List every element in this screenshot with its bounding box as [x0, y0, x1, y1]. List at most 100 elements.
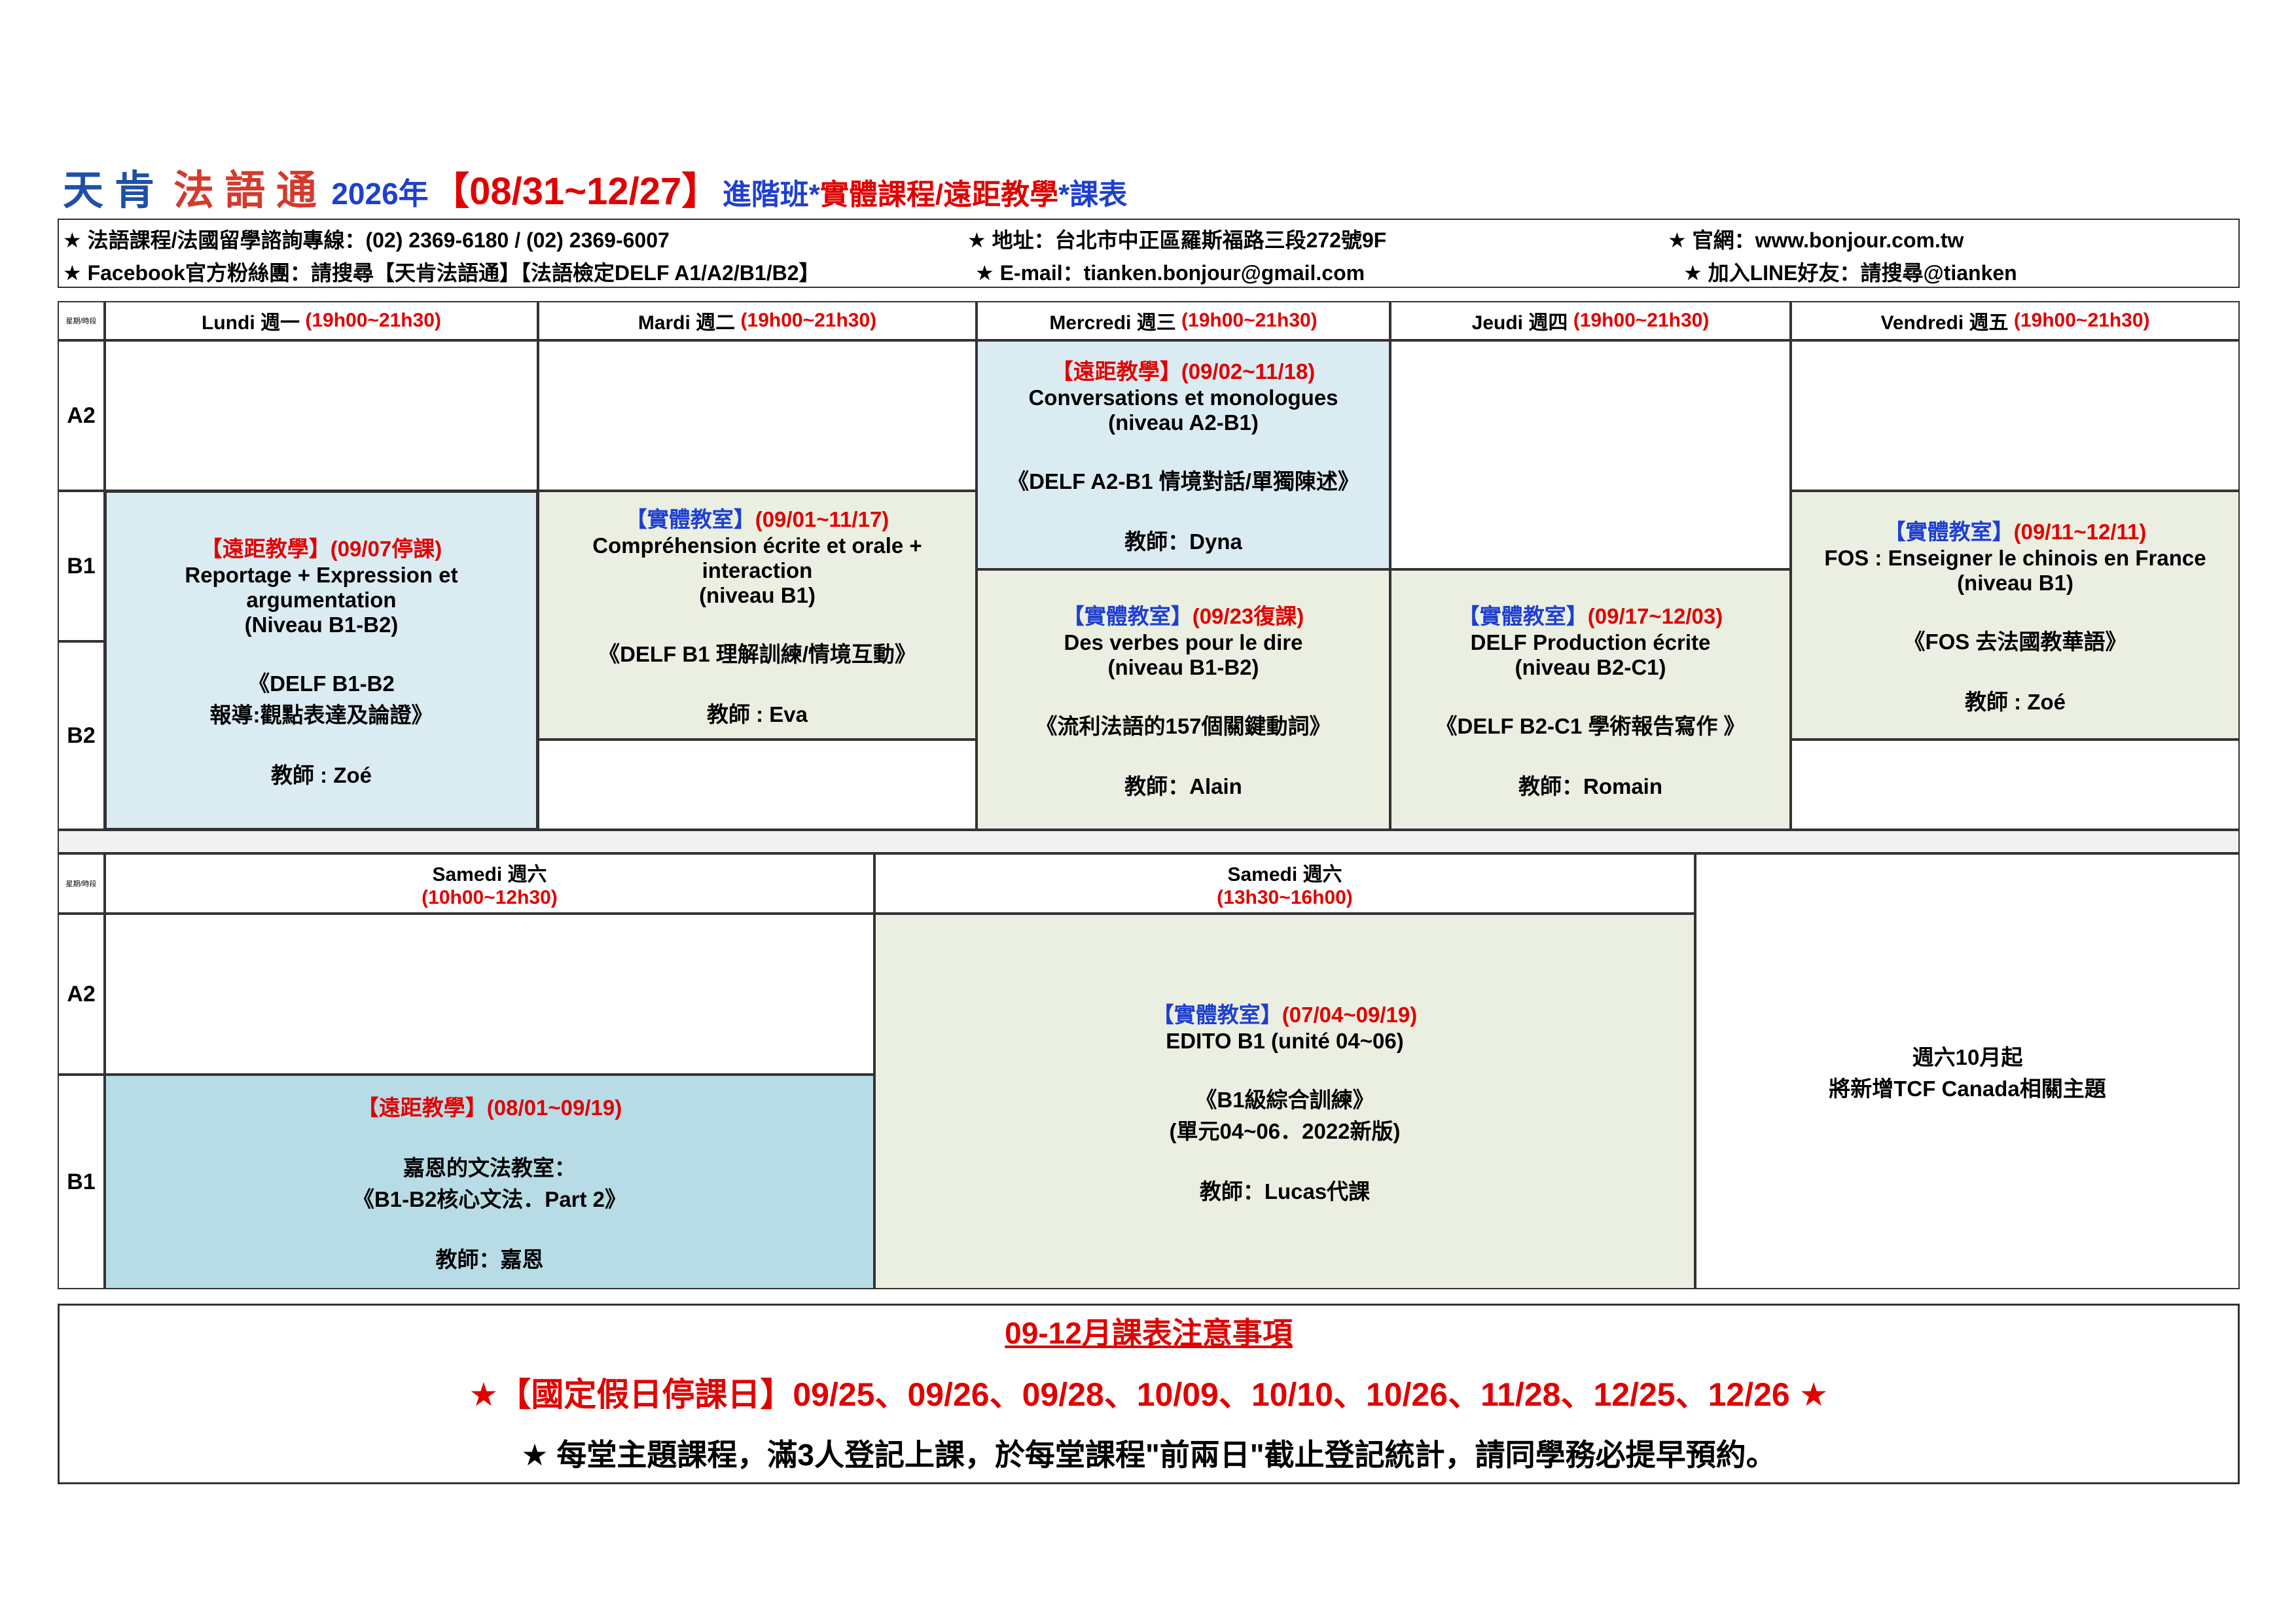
sat-level-a2: A2	[58, 914, 105, 1075]
header-mardi: Mardi 週二 (19h00~21h30)	[538, 301, 977, 340]
course-level: (niveau B1)	[1957, 571, 2073, 595]
header-samedi-afternoon: Samedi 週六 (13h30~16h00)	[874, 853, 1695, 914]
level-b2: B2	[58, 641, 105, 830]
course-book: 《DELF B1-B2	[248, 671, 395, 696]
course-title: Reportage + Expression et	[185, 563, 458, 587]
course-book: 《DELF A2-B1 情境對話/單獨陳述》	[1007, 469, 1359, 493]
day-time: (19h00~21h30)	[305, 310, 441, 331]
course-title-2: 《B1-B2核心文法．Part 2》	[352, 1187, 627, 1211]
course-teacher: 教師 : Zoé	[1965, 690, 2066, 714]
sat-level-b1: B1	[58, 1075, 105, 1289]
day-time: (19h00~21h30)	[740, 310, 877, 331]
course-dates: (09/07停課)	[330, 537, 442, 561]
notice-title: 09-12月課表注意事項	[1005, 1316, 1293, 1350]
empty-cell	[1791, 740, 2240, 830]
empty-cell	[105, 914, 874, 1075]
course-book: 《B1級綜合訓練》	[1195, 1088, 1374, 1112]
course-dates: (09/17~12/03)	[1587, 604, 1723, 628]
empty-cell	[105, 340, 538, 491]
course-level: (niveau B1-B2)	[1107, 655, 1259, 679]
course-teacher: 教師：嘉恩	[435, 1247, 544, 1272]
course-dates: (09/23復課)	[1192, 604, 1304, 628]
info-address: ★ 地址：台北市中正區羅斯福路三段272號9F	[967, 228, 1387, 252]
header-lundi: Lundi 週一 (19h00~21h30)	[105, 301, 538, 340]
info-website: ★ 官網：www.bonjour.com.tw	[1668, 228, 1964, 252]
brand-tong: 通	[276, 168, 329, 213]
title-sub-b: 實體課程/遠距教學	[819, 179, 1059, 211]
course-mode: 【實體教室】	[1884, 520, 2014, 544]
separator-row	[58, 830, 2240, 853]
day-time: (19h00~21h30)	[2013, 310, 2150, 331]
info-email: ★ E-mail：tianken.bonjour@gmail.com	[975, 261, 1365, 285]
session-name: Samedi 週六	[1227, 864, 1342, 885]
tcf-note-cell: 週六10月起 將新增TCF Canada相關主題	[1695, 853, 2240, 1289]
course-book: 《流利法語的157個關鍵動詞》	[1035, 714, 1331, 738]
course-title: EDITO B1 (unité 04~06)	[1166, 1029, 1404, 1053]
info-facebook: ★ Facebook官方粉絲團：請搜尋【天肯法語通】【法語檢定DELF A1/A…	[63, 261, 820, 285]
course-mode: 【遠距教學】	[1051, 359, 1181, 383]
notice-rule: ★ 每堂主題課程，滿3人登記上課，於每堂課程"前兩日"截止登記統計，請同學務必提…	[521, 1438, 1776, 1472]
course-title: Des verbes pour le dire	[1064, 630, 1303, 654]
level-a2: A2	[58, 340, 105, 491]
course-mercredi-a2: 【遠距教學】(09/02~11/18) Conversations et mon…	[977, 340, 1390, 569]
level-label: A2	[67, 402, 96, 428]
title-sub-a: 進階班*	[722, 179, 820, 211]
course-title: FOS : Enseigner le chinois en France	[1824, 546, 2206, 570]
day-name: Mardi 週二	[637, 312, 736, 334]
page-title: 天 肯 法 語 通 2026年 【08/31~12/27】 進階班*實體課程/遠…	[63, 157, 1372, 216]
header-vendredi: Vendredi 週五 (19h00~21h30)	[1791, 301, 2240, 340]
course-samedi-morning-b1: 【遠距教學】(08/01~09/19) 嘉恩的文法教室： 《B1-B2核心文法．…	[105, 1075, 874, 1289]
day-name: Jeudi 週四	[1471, 312, 1568, 334]
session-name: Samedi 週六	[432, 864, 547, 885]
header-mercredi: Mercredi 週三 (19h00~21h30)	[977, 301, 1390, 340]
notice-holidays: ★【國定假日停課日】09/25、09/26、09/28、10/09、10/10、…	[469, 1376, 1829, 1413]
course-mode: 【實體教室】	[1458, 604, 1588, 628]
course-book: 《DELF B2-C1 學術報告寫作 》	[1435, 714, 1746, 738]
note-line-1: 週六10月起	[1912, 1045, 2023, 1069]
weekday-schedule-table: 星期/時段 Lundi 週一 (19h00~21h30) Mardi 週二 (1…	[58, 301, 2240, 1304]
sat-corner-cell: 星期/時段	[58, 853, 105, 914]
course-mode: 【遠距教學】	[357, 1096, 487, 1120]
contact-info-box: ★ 法語課程/法國留學諮詢專線：(02) 2369-6180 / (02) 23…	[58, 219, 2240, 288]
course-title: 嘉恩的文法教室：	[403, 1156, 576, 1180]
day-time: (19h00~21h30)	[1181, 310, 1318, 331]
level-label: B1	[67, 553, 96, 579]
course-lundi: 【遠距教學】(09/07停課) Reportage + Expression e…	[105, 491, 538, 830]
empty-cell	[538, 740, 977, 830]
course-dates: (09/02~11/18)	[1181, 359, 1316, 383]
day-time: (19h00~21h30)	[1573, 310, 1710, 331]
course-samedi-afternoon: 【實體教室】(07/04~09/19) EDITO B1 (unité 04~0…	[874, 914, 1695, 1289]
header-jeudi: Jeudi 週四 (19h00~21h30)	[1390, 301, 1791, 340]
course-teacher: 教師：Dyna	[1124, 529, 1242, 554]
course-level: (niveau A2-B1)	[1108, 410, 1259, 435]
level-label: A2	[67, 981, 96, 1007]
course-title-2: argumentation	[246, 588, 397, 612]
course-title: Conversations et monologues	[1028, 385, 1338, 410]
course-mardi: 【實體教室】(09/01~11/17) Compréhension écrite…	[538, 491, 977, 740]
info-phone: ★ 法語課程/法國留學諮詢專線：(02) 2369-6180 / (02) 23…	[63, 228, 670, 252]
title-date-range: 【08/31~12/27】	[431, 170, 720, 213]
course-dates: (09/01~11/17)	[755, 507, 889, 531]
course-title-2: interaction	[702, 558, 813, 582]
day-name: Lundi 週一	[202, 312, 300, 334]
course-dates: (07/04~09/19)	[1282, 1003, 1418, 1027]
brand-fa: 法	[173, 168, 222, 213]
course-vendredi: 【實體教室】(09/11~12/11) FOS : Enseigner le c…	[1791, 491, 2240, 740]
corner-label: 星期/時段	[65, 317, 97, 325]
course-level: (niveau B2-C1)	[1515, 655, 1666, 679]
course-mercredi-b: 【實體教室】(09/23復課) Des verbes pour le dire …	[977, 569, 1390, 830]
course-teacher: 教師：Alain	[1124, 774, 1242, 798]
course-teacher: 教師 : Eva	[706, 702, 808, 726]
course-teacher: 教師：Romain	[1518, 774, 1662, 798]
title-year: 2026年	[331, 177, 429, 211]
course-book: 《DELF B1 理解訓練/情境互動》	[598, 642, 916, 666]
corner-cell: 星期/時段	[58, 301, 105, 340]
brand-tian: 天	[63, 168, 112, 213]
course-mode: 【實體教室】	[1062, 604, 1193, 628]
session-time: (13h30~16h00)	[1217, 887, 1353, 908]
course-book-2: 報導:觀點表達及論證》	[209, 703, 433, 727]
course-title: DELF Production écrite	[1470, 630, 1711, 654]
session-time: (10h00~12h30)	[422, 887, 558, 908]
course-level: (niveau B1)	[699, 583, 816, 607]
corner-label: 星期/時段	[65, 880, 97, 888]
